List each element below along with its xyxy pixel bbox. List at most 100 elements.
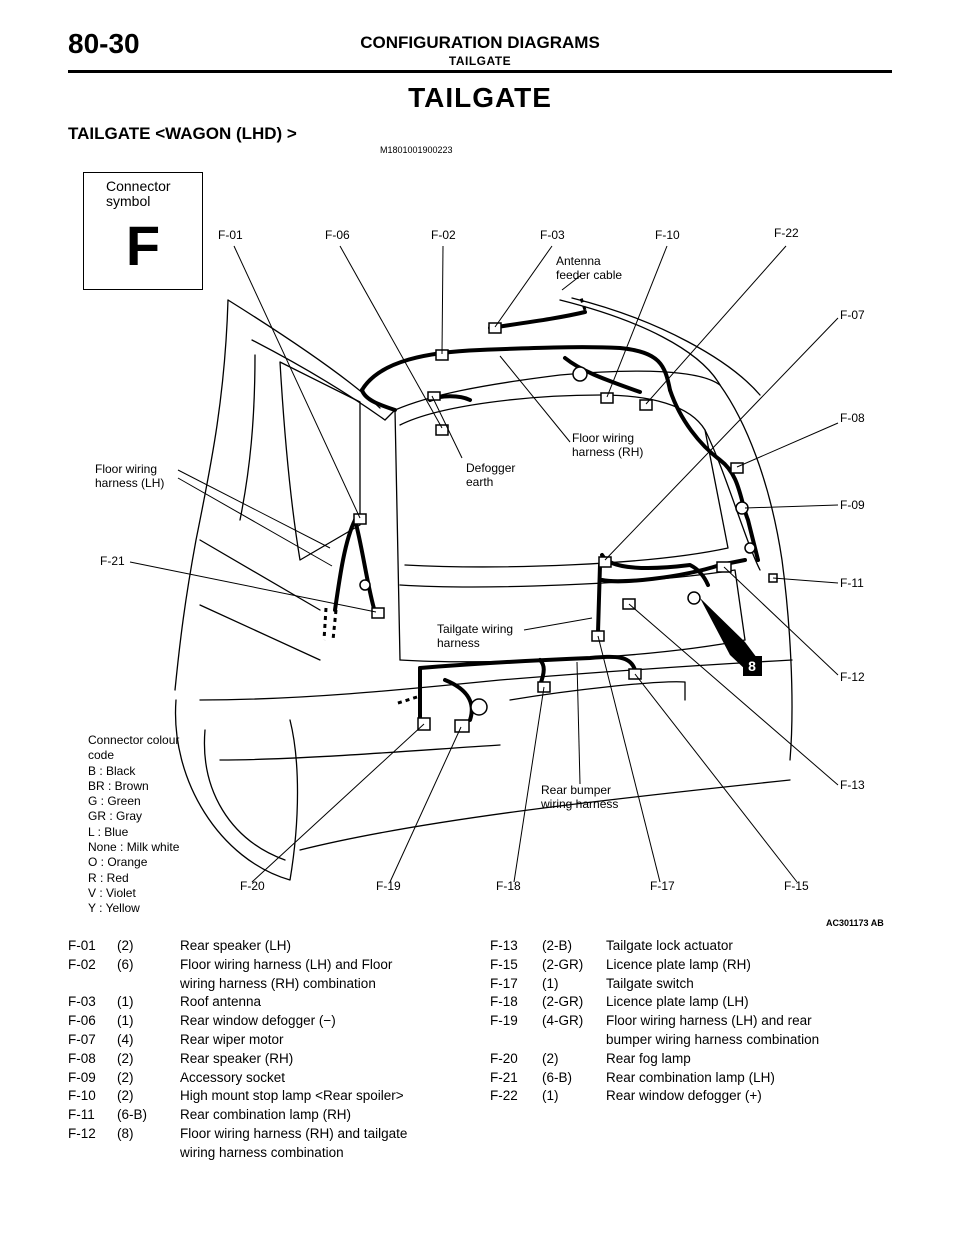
- connector-pins: (2-B): [542, 938, 572, 953]
- connector-code: [68, 975, 117, 994]
- connector-description: Tailgate lock actuator: [606, 938, 733, 953]
- section-code: M1801001900223: [380, 145, 453, 155]
- harness-dashes: [322, 294, 587, 706]
- connector-description: Licence plate lamp (RH): [606, 956, 751, 972]
- colour-legend-line: None : Milk white: [88, 840, 180, 855]
- connector-description: Rear speaker (LH): [180, 938, 292, 953]
- connector-description: Rear speaker (RH): [180, 1050, 294, 1066]
- colour-legend-line: L : Blue: [88, 824, 129, 839]
- connector-pins: (2): [117, 1069, 134, 1085]
- connector-description: bumper wiring harness combination: [606, 1031, 820, 1047]
- connector-code: F-11: [68, 1107, 95, 1123]
- label-rear-bumper-wiring-harness: Rear bumper wiring harness: [541, 783, 619, 811]
- label-f01: F-01: [218, 228, 243, 242]
- leader-lines: [129, 245, 839, 883]
- connector-row: wiring harness (RH) combination: [68, 975, 450, 994]
- connector-row: F-09 (2) Accessory socket: [68, 1069, 450, 1088]
- connector-code: F-18: [490, 994, 518, 1010]
- connector-pins: (6-B): [117, 1107, 147, 1123]
- label-f13: F-13: [840, 778, 865, 792]
- connector-pins: (6): [117, 956, 134, 972]
- connector-pins: (4-GR): [542, 1013, 584, 1029]
- connector-description: Accessory socket: [180, 1069, 286, 1085]
- connector-pins: (6-B): [542, 1069, 572, 1085]
- connector-table-left: F-01(2)Rear speaker (LH)F-02(6)Floor wir…: [68, 937, 450, 1163]
- connector-description: Floor wiring harness (RH) and tailgate: [180, 1125, 408, 1141]
- connector-pins: (1): [542, 975, 559, 991]
- connector-row: F-19(4-GR)Floor wiring harness (LH) and …: [490, 1012, 876, 1031]
- connector-pins: [117, 975, 180, 994]
- connector-pins: [542, 1031, 606, 1050]
- connector-description: Rear combination lamp (LH): [606, 1069, 775, 1085]
- connector-symbol-letter: F: [125, 214, 161, 277]
- connector-description: Rear fog lamp: [606, 1050, 691, 1066]
- connector-pins: [117, 1144, 180, 1163]
- label-f02: F-02: [431, 228, 456, 242]
- section-title: TAILGATE <WAGON (LHD) >: [68, 124, 297, 143]
- label-antenna-feeder-cable: Antenna feeder cable: [556, 254, 623, 282]
- connector-code: [490, 1031, 542, 1050]
- label-f21: F-21: [100, 554, 125, 568]
- connector-description: Tailgate switch: [606, 975, 694, 991]
- label-floor-wiring-harness-rh: Floor wiring harness (RH): [572, 431, 644, 459]
- header-subtitle: TAILGATE: [448, 54, 512, 68]
- connector-row: F-01(2)Rear speaker (LH): [68, 937, 450, 956]
- connector-pins: (1): [542, 1088, 559, 1104]
- connector-description: Roof antenna: [180, 994, 262, 1010]
- colour-legend-line: GR : Gray: [88, 809, 143, 824]
- connector-pins: (1): [117, 1013, 134, 1029]
- tailgate-wiring-diagram: 8: [129, 245, 839, 883]
- connector-pins: (2-GR): [542, 994, 584, 1010]
- label-f11: F-11: [840, 576, 864, 590]
- label-f15: F-15: [784, 879, 809, 893]
- connector-row: F-13(2-B)Tailgate lock actuator: [490, 937, 876, 956]
- header-rule: [68, 70, 892, 73]
- connector-row: F-03(1)Roof antenna: [68, 993, 450, 1012]
- label-f09: F-09: [840, 498, 865, 512]
- connector-pins: (2): [117, 938, 134, 953]
- badge-pointer: [700, 598, 760, 672]
- label-defogger-earth: Defogger earth: [466, 461, 516, 489]
- label-f19: F-19: [376, 879, 401, 893]
- connector-pins: (2): [542, 1050, 559, 1066]
- label-f06: F-06: [325, 228, 350, 242]
- connector-description: wiring harness combination: [180, 1144, 344, 1160]
- connector-description: Rear window defogger (−): [180, 1013, 336, 1029]
- connector-row: F-02(6)Floor wiring harness (LH) and Flo…: [68, 956, 450, 975]
- connector-row: wiring harness combination: [68, 1144, 450, 1163]
- connector-pins: (1): [117, 994, 134, 1010]
- colour-legend-line: Connector colour: [88, 733, 180, 747]
- connector-code: F-19: [490, 1013, 518, 1029]
- connector-row: F-11 (6-B) Rear combination lamp (RH): [68, 1106, 450, 1125]
- connector-row: F-20 (2) Rear fog lamp: [490, 1050, 876, 1069]
- connector-row: F-06(1)Rear window defogger (−): [68, 1012, 450, 1031]
- connector-code: F-12: [68, 1125, 96, 1141]
- wiring-harness: [333, 310, 760, 722]
- connector-row: F-12(8)Floor wiring harness (RH) and tai…: [68, 1125, 450, 1144]
- page-number: 80-30: [68, 28, 140, 59]
- header-title: CONFIGURATION DIAGRAMS: [360, 33, 600, 52]
- connector-row: F-22(1)Rear window defogger (+): [490, 1087, 876, 1106]
- connector-description: Rear combination lamp (RH): [180, 1107, 352, 1123]
- connector-row: F-07(4)Rear wiper motor: [68, 1031, 450, 1050]
- connector-code: [68, 1144, 117, 1163]
- colour-legend-line: G : Green: [88, 794, 141, 809]
- label-f18: F-18: [496, 879, 521, 893]
- connector-row: F-15(2-GR)Licence plate lamp (RH): [490, 956, 876, 975]
- colour-legend-line: B : Black: [88, 763, 136, 778]
- label-f03: F-03: [540, 228, 565, 242]
- connector-code: F-20: [490, 1050, 518, 1066]
- colour-legend-line: O : Orange: [88, 855, 148, 870]
- connector-symbol-label: Connector symbol: [106, 178, 171, 209]
- connector-code: F-17: [490, 975, 518, 991]
- connector-description: High mount stop lamp <Rear spoiler>: [180, 1088, 404, 1104]
- connector-row: F-17 (1) Tailgate switch: [490, 975, 876, 994]
- colour-legend-line: Y : Yellow: [88, 901, 140, 916]
- label-f12: F-12: [840, 670, 865, 684]
- connector-pins: (2-GR): [542, 956, 584, 972]
- connector-code: F-09: [68, 1069, 96, 1085]
- connector-code: F-02: [68, 956, 96, 972]
- colour-legend-line: R : Red: [88, 870, 129, 885]
